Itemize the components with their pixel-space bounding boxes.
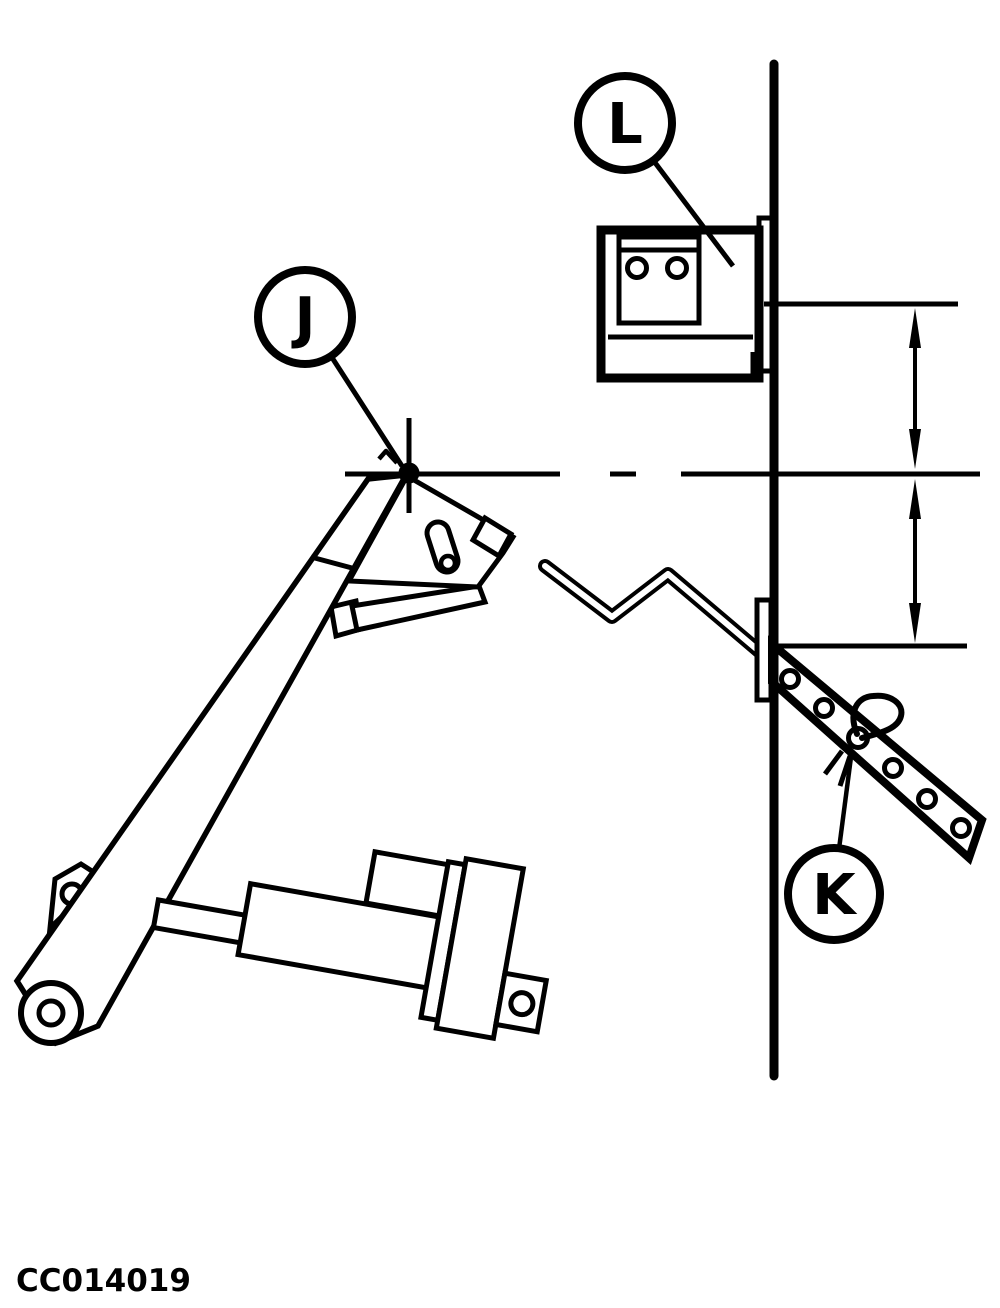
callout-K-label: K bbox=[812, 863, 858, 928]
strap-hole bbox=[779, 668, 801, 690]
bracket-lower-step bbox=[750, 352, 774, 374]
pivot-dot bbox=[398, 462, 420, 484]
arrowhead-down-icon bbox=[909, 429, 921, 469]
mounting-tab-hole bbox=[508, 990, 536, 1018]
hydraulic-cylinder bbox=[150, 848, 550, 1042]
leader-line-K bbox=[836, 756, 854, 850]
strap-hole bbox=[813, 697, 835, 719]
slot-hole bbox=[438, 553, 458, 573]
bracket-upper-step bbox=[756, 215, 773, 251]
bracket-hole bbox=[625, 256, 649, 280]
pin-loop bbox=[850, 692, 905, 741]
mounting-bracket bbox=[596, 215, 774, 383]
pivot-wheel-hub bbox=[36, 998, 66, 1028]
callout-L: L bbox=[574, 72, 676, 174]
leader-line-L bbox=[651, 158, 735, 268]
figure-code: CC014019 bbox=[16, 1263, 191, 1299]
arrowhead-up-icon bbox=[909, 308, 921, 348]
callout-J-circle bbox=[254, 266, 356, 368]
pedal-assembly bbox=[13, 471, 550, 1047]
arrowhead-down-icon bbox=[909, 603, 921, 643]
callout-L-label: L bbox=[607, 92, 643, 157]
dimension-lines bbox=[764, 301, 967, 649]
pivot-point-marker bbox=[377, 418, 420, 513]
edge-hook bbox=[377, 448, 399, 465]
support-brace bbox=[349, 583, 489, 633]
strap-hole bbox=[882, 757, 904, 779]
leader-line-J bbox=[328, 354, 405, 468]
callout-J: J bbox=[254, 266, 356, 368]
arm-seam-line bbox=[310, 554, 353, 571]
callout-K-circle bbox=[784, 844, 884, 944]
bracket-tab bbox=[469, 514, 515, 560]
end-flange-wide bbox=[433, 855, 527, 1042]
callout-K: K bbox=[784, 844, 884, 944]
arrowhead-up-icon bbox=[909, 479, 921, 519]
callout-J-label: J bbox=[291, 286, 316, 351]
strap-hole bbox=[916, 788, 938, 810]
pivot-slot bbox=[424, 519, 461, 575]
strap-hole bbox=[950, 817, 972, 839]
upper-dimension-arrow bbox=[909, 308, 921, 469]
bracket-hole bbox=[665, 256, 689, 280]
lower-dimension-arrow bbox=[909, 479, 921, 643]
callout-L-circle bbox=[574, 72, 676, 174]
z-rod bbox=[538, 559, 767, 659]
piston-rod bbox=[150, 897, 252, 947]
strap-holes bbox=[779, 668, 972, 839]
pin-leg bbox=[822, 749, 845, 776]
